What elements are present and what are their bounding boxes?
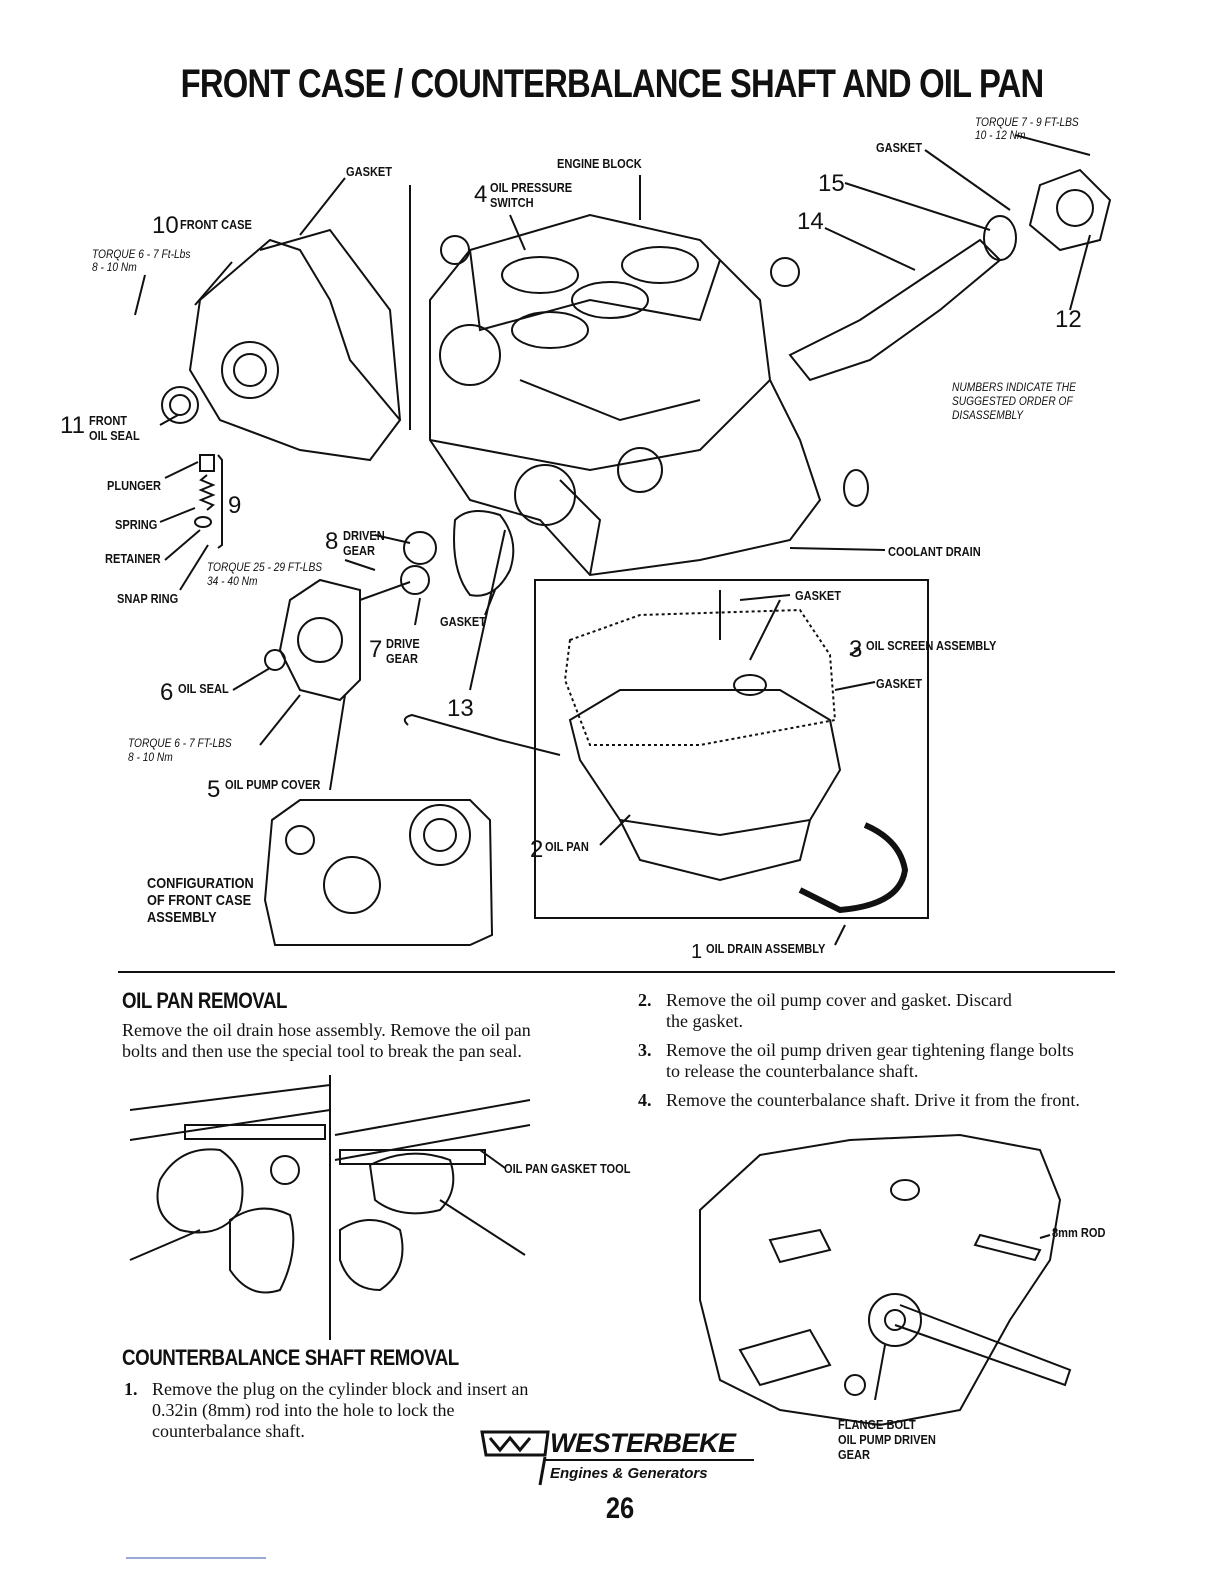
- config-line1: CONFIGURATION: [147, 875, 254, 892]
- label-gasket-screen: GASKET: [876, 676, 923, 691]
- step-1-line1: Remove the plug on the cylinder block an…: [152, 1379, 529, 1399]
- step-3-line2: to release the counterbalance shaft.: [666, 1061, 919, 1081]
- label-driven-gear-line2: GEAR: [343, 543, 375, 558]
- label-9: 9: [228, 492, 242, 519]
- step-2: 2. Remove the oil pump cover and gasket.…: [638, 990, 1108, 1034]
- numbers-note-line1: NUMBERS INDICATE THE: [952, 380, 1076, 394]
- step-4: 4. Remove the counterbalance shaft. Driv…: [638, 1090, 1118, 1112]
- label-flange-line1: FLANGE BOLT: [838, 1417, 916, 1432]
- step-2-line2: the gasket.: [666, 1011, 743, 1031]
- step-3: 3. Remove the oil pump driven gear tight…: [638, 1040, 1118, 1084]
- torque-driven-line1: TORQUE 25 - 29 FT-LBS: [207, 560, 323, 574]
- label-flange-line2: OIL PUMP DRIVEN: [838, 1432, 936, 1447]
- label-coolant-drain: COOLANT DRAIN: [888, 544, 981, 559]
- config-line3: ASSEMBLY: [147, 909, 217, 926]
- label-oil-pan-num: 2: [530, 836, 544, 863]
- label-gasket-pan-top: GASKET: [795, 588, 842, 603]
- label-oil-pressure-line2: SWITCH: [490, 195, 534, 210]
- numbers-note-line2: SUGGESTED ORDER OF: [952, 394, 1073, 408]
- label-oil-pan: OIL PAN: [545, 839, 589, 854]
- step-1-line3: counterbalance shaft.: [152, 1421, 305, 1441]
- oil-pan-removal-heading: OIL PAN REMOVAL: [122, 988, 288, 1013]
- brand-name: WESTERBEKE: [550, 1428, 736, 1458]
- torque-top-right-line2: 10 - 12 Nm: [975, 128, 1026, 142]
- step-2-line1: Remove the oil pump cover and gasket. Di…: [666, 990, 1012, 1010]
- step-4-line1: Remove the counterbalance shaft. Drive i…: [666, 1090, 1080, 1110]
- numbers-note-line3: DISASSEMBLY: [952, 408, 1024, 422]
- label-14: 14: [797, 208, 824, 235]
- label-engine-block: ENGINE BLOCK: [557, 156, 642, 171]
- label-gasket-mid: GASKET: [440, 614, 487, 629]
- step-2-number: 2.: [638, 990, 652, 1010]
- label-spring: SPRING: [115, 517, 158, 532]
- label-drive-gear-line2: GEAR: [386, 651, 418, 666]
- label-front-oil-seal-num: 11: [60, 412, 85, 439]
- label-retainer: RETAINER: [105, 551, 161, 566]
- page-title: FRONT CASE / COUNTERBALANCE SHAFT AND OI…: [180, 62, 1044, 106]
- label-oil-pressure-num: 4: [474, 181, 488, 208]
- label-15: 15: [818, 170, 845, 197]
- torque-driven-line2: 34 - 40 Nm: [207, 574, 258, 588]
- brand-underline: [544, 1459, 754, 1461]
- brand-subtitle: Engines & Generators: [550, 1465, 708, 1482]
- label-oil-seal-6-num: 6: [160, 679, 174, 706]
- step-1-number: 1.: [124, 1379, 138, 1399]
- label-front-case-num: 10: [152, 212, 179, 239]
- label-8mm-rod: 8mm ROD: [1052, 1225, 1106, 1240]
- label-oil-pressure-line1: OIL PRESSURE: [490, 180, 573, 195]
- label-gasket-right: GASKET: [876, 140, 923, 155]
- label-driven-gear-line1: DRIVEN: [343, 528, 385, 543]
- label-gasket-top: GASKET: [346, 164, 393, 179]
- label-plunger: PLUNGER: [107, 478, 162, 493]
- label-oil-pump-cover-num: 5: [207, 776, 221, 803]
- step-3-number: 3.: [638, 1040, 652, 1060]
- label-drive-gear-line1: DRIVE: [386, 636, 420, 651]
- label-oil-pan-gasket-tool: OIL PAN GASKET TOOL: [504, 1161, 631, 1176]
- oil-pan-removal-text-line1: Remove the oil drain hose assembly. Remo…: [122, 1020, 531, 1040]
- counterbalance-heading: COUNTERBALANCE SHAFT REMOVAL: [122, 1345, 459, 1370]
- label-driven-gear-num: 8: [325, 528, 339, 555]
- torque-pump-cover-line2: 8 - 10 Nm: [128, 750, 173, 764]
- page-number: 26: [605, 1492, 635, 1525]
- label-12: 12: [1055, 306, 1082, 333]
- step-1: 1. Remove the plug on the cylinder block…: [124, 1379, 584, 1445]
- label-snap-ring: SNAP RING: [117, 591, 179, 606]
- label-front-oil-seal-line2: OIL SEAL: [89, 428, 140, 443]
- label-oil-seal-6: OIL SEAL: [178, 681, 229, 696]
- label-oil-drain-num: 1: [691, 941, 703, 963]
- label-oil-screen-num: 3: [849, 636, 863, 663]
- torque-front-case-line1: TORQUE 6 - 7 Ft-Lbs: [92, 247, 191, 261]
- label-flange-line3: GEAR: [838, 1447, 870, 1462]
- label-drive-gear-num: 7: [369, 636, 383, 663]
- label-front-oil-seal-line1: FRONT: [89, 413, 128, 428]
- label-front-case: FRONT CASE: [180, 217, 252, 232]
- step-1-line2: 0.32in (8mm) rod into the hole to lock t…: [152, 1400, 455, 1420]
- oil-pan-removal-text-line2: bolts and then use the special tool to b…: [122, 1041, 522, 1061]
- config-line2: OF FRONT CASE: [147, 892, 252, 909]
- step-4-number: 4.: [638, 1090, 652, 1110]
- step-3-line1: Remove the oil pump driven gear tighteni…: [666, 1040, 1074, 1060]
- torque-pump-cover-line1: TORQUE 6 - 7 FT-LBS: [128, 736, 232, 750]
- torque-top-right-line1: TORQUE 7 - 9 FT-LBS: [975, 115, 1079, 129]
- label-oil-screen: OIL SCREEN ASSEMBLY: [866, 638, 997, 653]
- label-oil-drain: OIL DRAIN ASSEMBLY: [706, 941, 826, 956]
- torque-front-case-line2: 8 - 10 Nm: [92, 260, 137, 274]
- label-oil-pump-cover: OIL PUMP COVER: [225, 777, 321, 792]
- label-13: 13: [447, 695, 474, 722]
